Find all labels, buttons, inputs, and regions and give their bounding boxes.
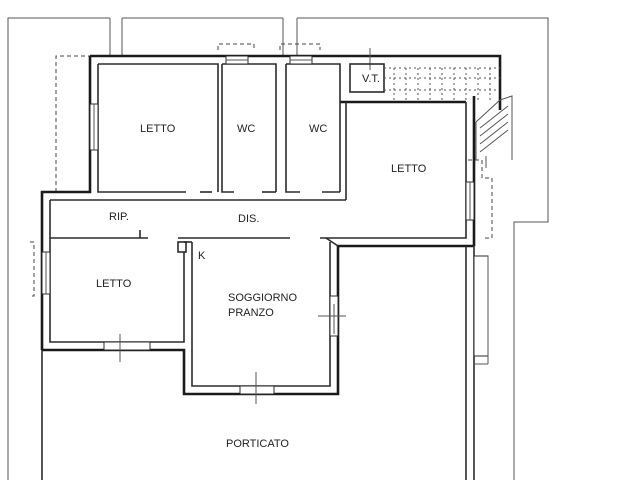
staircase (349, 63, 513, 168)
room-label-rip: RIP. (109, 211, 129, 223)
room-label-wc-2: WC (309, 123, 327, 135)
room-label-vt: V.T. (362, 73, 380, 85)
window-porticato-side (473, 255, 489, 357)
room-label-k: K (198, 250, 206, 262)
room-label-letto-2: LETTO (391, 163, 427, 175)
room-label-letto-3: LETTO (96, 278, 132, 290)
windows (41, 55, 489, 395)
window-letto-3-bottom (103, 341, 151, 351)
site-boundary (7, 17, 549, 480)
room-label-letto-1: LETTO (140, 123, 176, 135)
room-label-dis: DIS. (238, 213, 259, 225)
room-label-pranzo: PRANZO (228, 307, 274, 319)
room-label-soggiorno: SOGGIORNO (228, 292, 298, 304)
exterior-walls (40, 54, 502, 480)
window-soggiorno-bottom (239, 385, 275, 395)
room-label-wc-1: WC (237, 123, 255, 135)
interior-walls (49, 63, 467, 387)
room-label-porticato: PORTICATO (226, 438, 289, 450)
eave-outline (30, 43, 493, 297)
door-marks (119, 48, 371, 404)
